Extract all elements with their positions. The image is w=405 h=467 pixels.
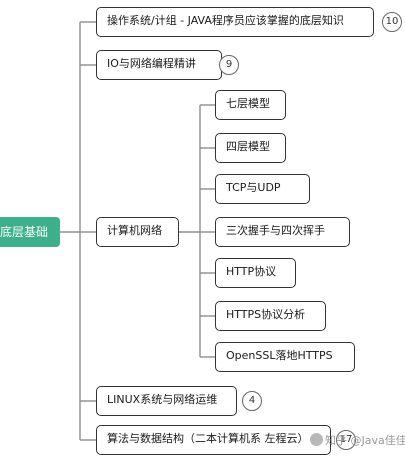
- network-child-http[interactable]: HTTP协议: [215, 258, 296, 288]
- branch-linux-node[interactable]: LINUX系统与网络运维: [96, 386, 237, 416]
- branch-io-count-badge[interactable]: 9: [219, 55, 239, 75]
- watermark-text: 知乎 @Java佳佳: [325, 434, 405, 447]
- network-child-handshake[interactable]: 三次握手与四次挥手: [215, 217, 350, 247]
- root-node[interactable]: 底层基础: [0, 217, 60, 247]
- watermark: 知乎 @Java佳佳: [310, 432, 405, 448]
- network-child-osi-model[interactable]: 七层模型: [215, 90, 286, 120]
- branch-algorithm-node[interactable]: 算法与数据结构（二本计算机系 左程云）: [96, 425, 331, 455]
- branch-os-count-badge[interactable]: 10: [382, 12, 402, 32]
- network-child-openssl[interactable]: OpenSSL落地HTTPS: [215, 342, 355, 372]
- branch-os-node[interactable]: 操作系统/计组 - JAVA程序员应该掌握的底层知识: [96, 7, 374, 37]
- branch-linux-count-badge[interactable]: 4: [242, 391, 262, 411]
- branch-algorithm-count-badge[interactable]: 17: [336, 430, 356, 450]
- network-child-tcp-udp[interactable]: TCP与UDP: [215, 174, 310, 204]
- branch-io-node[interactable]: IO与网络编程精讲: [96, 50, 222, 80]
- network-child-tcpip-model[interactable]: 四层模型: [215, 133, 286, 163]
- network-child-https[interactable]: HTTPS协议分析: [215, 301, 326, 331]
- zhihu-logo-icon: [310, 433, 323, 446]
- branch-network-node[interactable]: 计算机网络: [96, 217, 179, 247]
